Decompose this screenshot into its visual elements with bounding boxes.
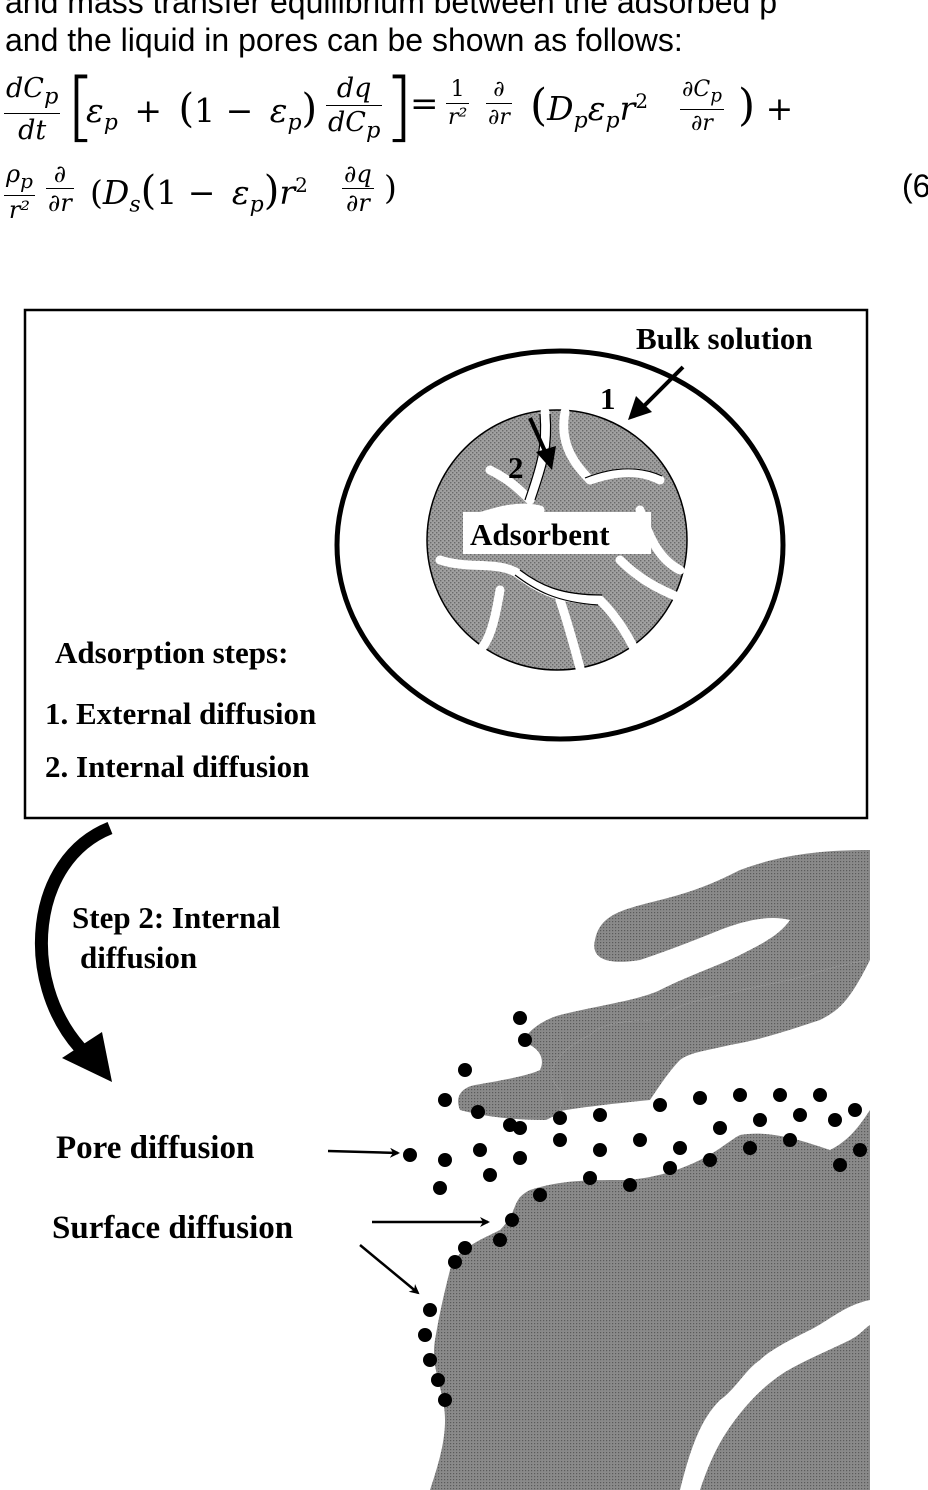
adsorbent-particle — [426, 407, 690, 673]
frac-rho-r2: ρp r² — [4, 160, 35, 224]
arrow-1-icon — [628, 365, 685, 420]
step-2-title-line2: diffusion — [80, 940, 197, 975]
equation-number: (6 — [902, 168, 928, 204]
frac-partial-r: ∂ ∂r — [486, 77, 512, 130]
pore-arrow-icon — [327, 1147, 400, 1158]
pore-wall-top-lobe — [540, 960, 870, 1120]
frac-1-r2: 1 r² — [446, 77, 470, 130]
step-2-internal-diffusion: 2. Internal diffusion — [45, 749, 309, 784]
arrow-2-icon — [528, 417, 556, 470]
pore-diffusion-molecules — [403, 1088, 862, 1202]
adsorbent-label: Adsorbent — [470, 517, 610, 552]
pore-wall-bottom — [430, 1110, 870, 1490]
frac-dcp-dt: dCp dt — [4, 73, 61, 147]
frac-dcp-dr: ∂Cp ∂r — [680, 77, 724, 137]
curved-arrow-icon — [34, 821, 113, 1082]
equals-sign: = — [410, 84, 439, 124]
bulk-solution-label: Bulk solution — [636, 321, 813, 356]
lhs-terms: εp + (1 − εp) — [86, 86, 318, 136]
step-1-external-diffusion: 1. External diffusion — [45, 696, 316, 731]
rhs2-terms: (Ds(1 − εp)r2 — [90, 168, 308, 218]
paragraph-line-intro: and the liquid in pores can be shown as … — [5, 22, 683, 58]
right-bracket: ] — [384, 61, 414, 150]
rhs2-close: ) — [384, 168, 397, 207]
rhs1-terms: (Dpεpr2 — [530, 80, 649, 134]
boundary-layer-ellipse — [334, 348, 786, 742]
rhs1-close: ) + — [738, 80, 794, 131]
step-2-number: 2 — [508, 450, 524, 485]
equation-6: dCp dt [ εp + (1 − εp) dq dCp ] = 1 r² ∂… — [0, 61, 928, 240]
adsorption-steps-heading: Adsorption steps: — [55, 635, 288, 670]
surface-diffusion-label: Surface diffusion — [52, 1210, 293, 1246]
pore-diffusion-label: Pore diffusion — [56, 1130, 254, 1166]
frac-partial-r-2: ∂ ∂r — [46, 160, 74, 217]
frac-dq-dcp: dq dCp — [326, 72, 383, 147]
step-1-number: 1 — [600, 381, 616, 416]
surface-arrow-icon-2 — [359, 1244, 420, 1295]
paragraph-line-top: and mass transfer equilibrium between th… — [5, 0, 777, 20]
surface-diffusion-molecules — [418, 1011, 867, 1407]
frac-dq-dr: ∂q ∂r — [342, 160, 374, 217]
pore-wall-top — [458, 850, 870, 1120]
step-2-title-line1: Step 2: Internal — [72, 900, 281, 935]
left-bracket: [ — [66, 61, 96, 150]
pore-channel-bottom — [680, 1300, 870, 1490]
